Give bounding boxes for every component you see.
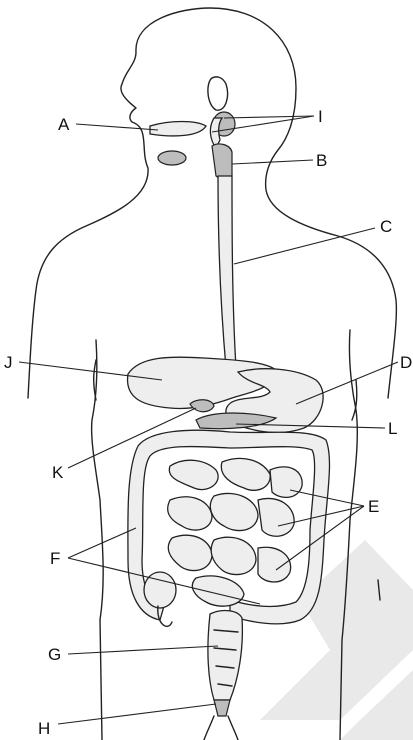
pharynx xyxy=(212,144,232,179)
label-g: G xyxy=(48,645,61,664)
label-c: C xyxy=(380,217,392,236)
rectum xyxy=(208,611,242,700)
small-intestine xyxy=(168,458,303,606)
left-arm-line xyxy=(92,340,104,740)
label-l: L xyxy=(388,419,397,438)
label-f: F xyxy=(50,549,60,568)
label-h: H xyxy=(38,719,50,738)
label-d: D xyxy=(400,353,412,372)
label-k: K xyxy=(52,463,64,482)
salivary-gland-sublingual xyxy=(158,151,186,165)
esophagus xyxy=(218,176,236,368)
anus xyxy=(214,700,230,716)
label-e: E xyxy=(368,497,379,516)
mouth-cavity xyxy=(150,122,206,136)
label-b: B xyxy=(316,151,327,170)
label-a: A xyxy=(58,115,70,134)
legs-outline xyxy=(204,716,238,740)
label-j: J xyxy=(4,353,13,372)
body-outline xyxy=(28,8,396,398)
ear xyxy=(208,77,228,110)
gallbladder xyxy=(190,400,214,412)
label-i: I xyxy=(318,107,323,126)
